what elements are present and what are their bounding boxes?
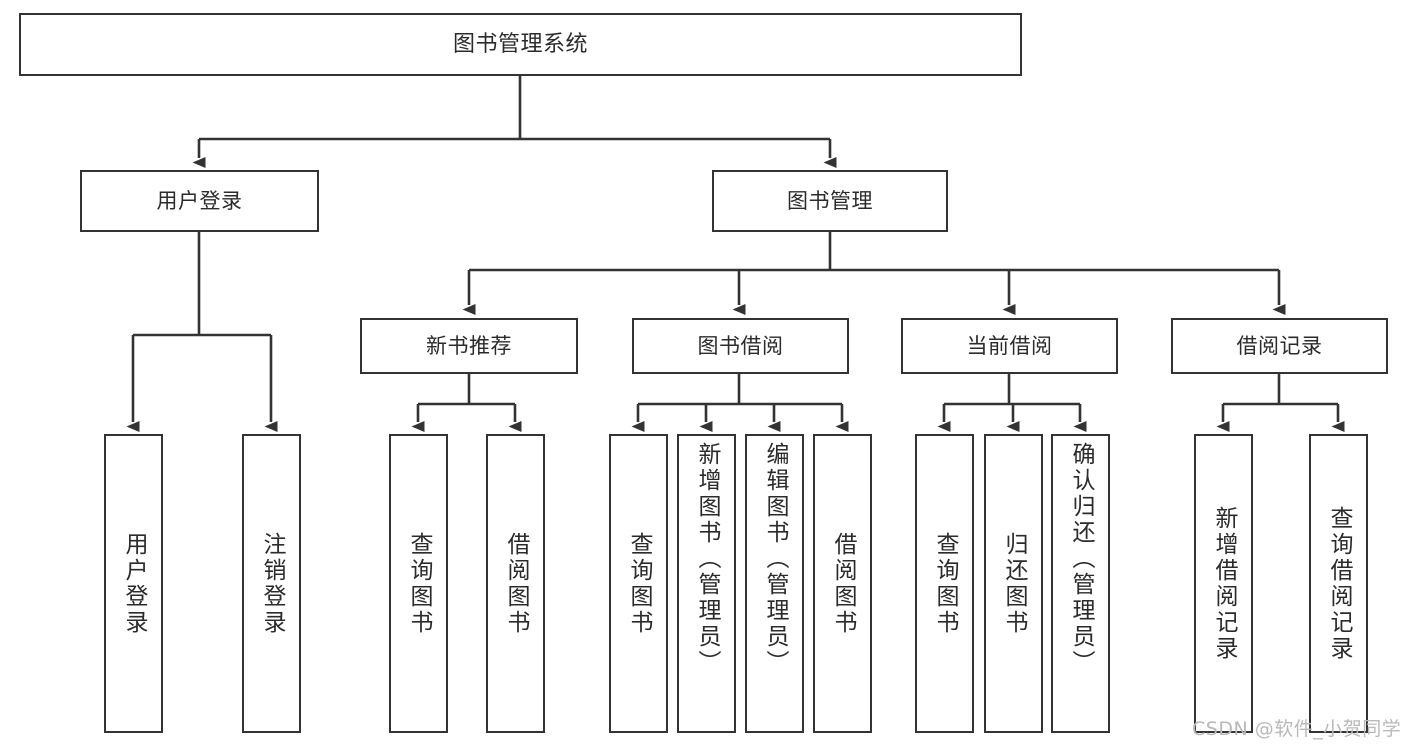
node-user-login-label: 用户登录 — [156, 188, 243, 213]
leaf-confirm-return-admin-label: 确认归还（管理员） — [1068, 442, 1094, 676]
leaf-query-borrow-record[interactable]: 查询借阅记录 — [1309, 434, 1368, 733]
node-root-label: 图书管理系统 — [452, 31, 588, 57]
node-current-borrow[interactable]: 当前借阅 — [901, 318, 1118, 374]
leaf-add-book-admin-label: 新增图书（管理员） — [694, 442, 720, 676]
leaf-confirm-return-admin[interactable]: 确认归还（管理员） — [1051, 434, 1110, 733]
node-new-book-recommend[interactable]: 新书推荐 — [360, 318, 578, 374]
leaf-logout-label: 注销登录 — [259, 531, 285, 636]
leaf-borrow-book-newbook-label: 借阅图书 — [503, 531, 529, 636]
leaf-borrow-book-newbook[interactable]: 借阅图书 — [486, 434, 545, 733]
leaf-return-book-label: 归还图书 — [1001, 531, 1027, 636]
leaf-query-book-borrow-label: 查询图书 — [626, 531, 652, 636]
node-book-management[interactable]: 图书管理 — [712, 170, 948, 232]
leaf-borrow-book[interactable]: 借阅图书 — [813, 434, 872, 733]
node-book-borrow-label: 图书借阅 — [697, 333, 784, 358]
node-user-login[interactable]: 用户登录 — [80, 170, 319, 232]
leaf-add-book-admin[interactable]: 新增图书（管理员） — [677, 434, 736, 733]
leaf-edit-book-admin[interactable]: 编辑图书（管理员） — [745, 434, 804, 733]
leaf-query-book-current[interactable]: 查询图书 — [915, 434, 974, 733]
leaf-query-borrow-record-label: 查询借阅记录 — [1326, 505, 1352, 662]
watermark-text: CSDN @软件_小贺同学 — [1192, 718, 1402, 740]
leaf-query-book-borrow[interactable]: 查询图书 — [609, 434, 668, 733]
node-new-book-recommend-label: 新书推荐 — [426, 333, 512, 358]
node-book-management-label: 图书管理 — [787, 188, 873, 213]
leaf-edit-book-admin-label: 编辑图书（管理员） — [762, 442, 788, 676]
leaf-user-login-label: 用户登录 — [121, 531, 147, 636]
leaf-query-book-current-label: 查询图书 — [932, 531, 958, 636]
leaf-borrow-book-label: 借阅图书 — [830, 531, 856, 636]
leaf-query-book-newbook[interactable]: 查询图书 — [389, 434, 448, 733]
node-book-borrow[interactable]: 图书借阅 — [632, 318, 849, 374]
leaf-user-login[interactable]: 用户登录 — [104, 434, 163, 733]
node-root[interactable]: 图书管理系统 — [19, 13, 1022, 76]
leaf-return-book[interactable]: 归还图书 — [984, 434, 1043, 733]
node-borrow-records-label: 借阅记录 — [1236, 333, 1323, 358]
leaf-add-borrow-record[interactable]: 新增借阅记录 — [1194, 434, 1253, 733]
node-current-borrow-label: 当前借阅 — [966, 333, 1053, 358]
leaf-add-borrow-record-label: 新增借阅记录 — [1211, 505, 1237, 662]
leaf-query-book-newbook-label: 查询图书 — [406, 531, 432, 636]
node-borrow-records[interactable]: 借阅记录 — [1171, 318, 1388, 374]
leaf-logout[interactable]: 注销登录 — [242, 434, 301, 733]
